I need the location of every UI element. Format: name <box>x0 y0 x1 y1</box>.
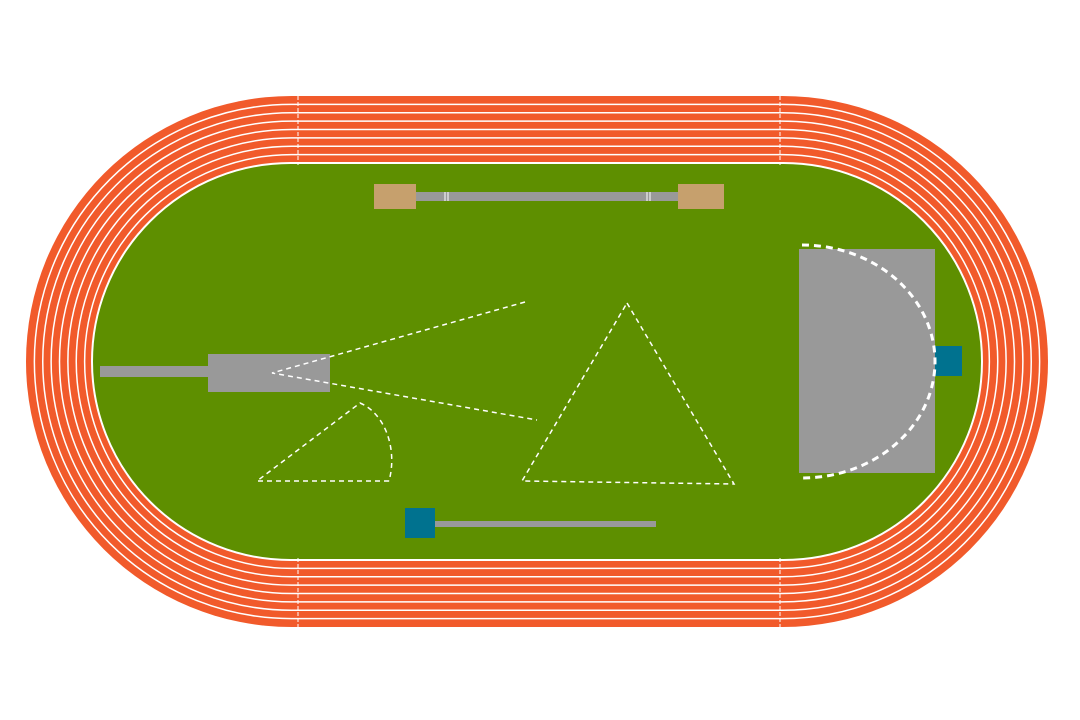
long-jump-runway <box>416 192 678 201</box>
javelin-area <box>100 301 538 421</box>
sand-pit-left <box>374 184 416 209</box>
javelin-platform <box>208 354 330 392</box>
high-jump-area <box>799 243 962 480</box>
high-jump-landing-box <box>935 346 962 376</box>
javelin-sector <box>271 301 538 421</box>
infield <box>91 162 983 561</box>
lane-line <box>67 137 1007 586</box>
long-jump-area <box>374 184 724 209</box>
lane-line <box>58 128 1016 595</box>
lane-line <box>50 120 1024 603</box>
throwing-sector-triangle <box>520 301 736 485</box>
start-finish-lines <box>297 96 781 627</box>
sand-pit-right <box>678 184 724 209</box>
lane-line <box>42 112 1032 611</box>
throwing-sector-small <box>254 402 393 482</box>
high-jump-apron <box>799 249 935 473</box>
shot-put-runway <box>435 521 656 527</box>
lane-line <box>83 153 991 570</box>
shot-put-box <box>405 508 435 538</box>
shot-put-area <box>405 508 656 538</box>
high-jump-arc <box>801 243 937 480</box>
javelin-runway <box>100 366 208 377</box>
lane-line <box>75 145 999 578</box>
lane-line <box>33 103 1041 620</box>
